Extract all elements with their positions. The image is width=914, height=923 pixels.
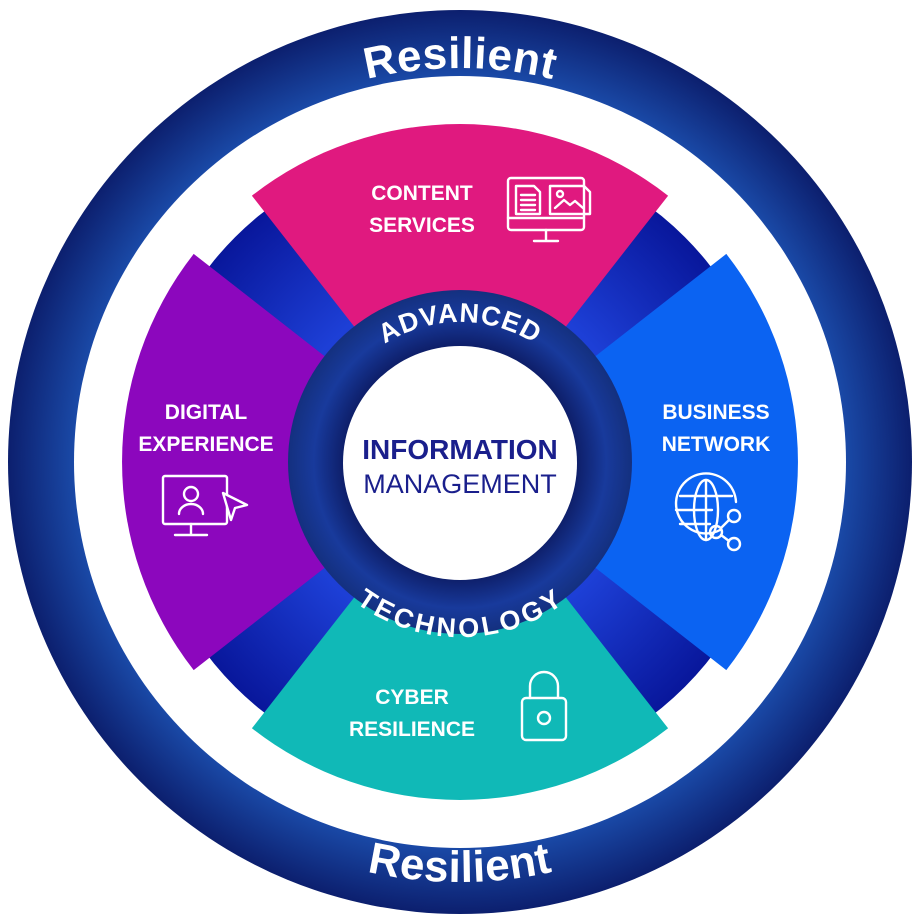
globe-network-icon bbox=[674, 472, 742, 552]
center-circle bbox=[343, 346, 577, 580]
cyber-resilience-line1: CYBER bbox=[375, 686, 449, 709]
cyber-resilience-line2: RESILIENCE bbox=[349, 718, 475, 741]
center-title: INFORMATION bbox=[362, 434, 557, 465]
outer-ring-bottom-label: Resilient bbox=[365, 833, 555, 892]
digital-experience-line2: EXPERIENCE bbox=[138, 433, 273, 456]
digital-experience-line1: DIGITAL bbox=[165, 401, 248, 424]
content-services-line1: CONTENT bbox=[371, 182, 473, 205]
business-network-line2: NETWORK bbox=[662, 433, 771, 456]
business-network-line1: BUSINESS bbox=[662, 401, 769, 424]
monitor-user-cursor-icon bbox=[161, 474, 249, 537]
center-subtitle: MANAGEMENT bbox=[363, 469, 557, 499]
content-services-line2: SERVICES bbox=[369, 214, 475, 237]
padlock-icon bbox=[520, 670, 568, 742]
monitor-documents-icon bbox=[506, 176, 592, 243]
